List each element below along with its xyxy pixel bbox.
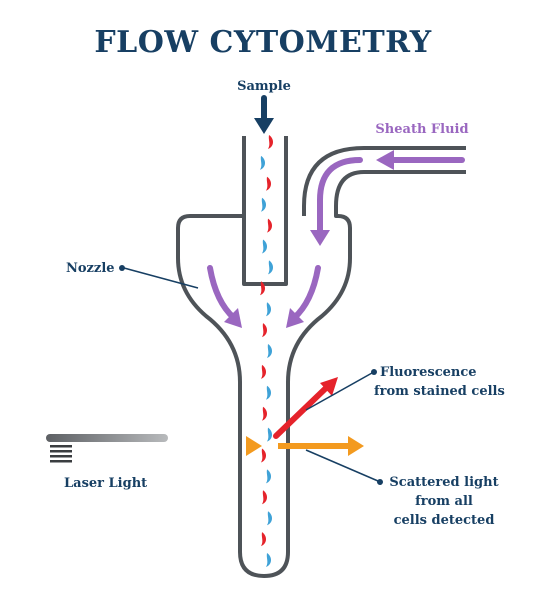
fluorescence-label-line2: from stained cells [374, 384, 505, 399]
red-cell [262, 323, 268, 338]
cell-stream [260, 135, 274, 567]
blue-cell [261, 197, 267, 212]
diagram-title: FLOW CYTOMETRY [94, 25, 431, 60]
scattered-label-line1: Scattered light [389, 475, 498, 490]
blue-cell [266, 302, 272, 317]
scattered-label-line2: from all [415, 494, 473, 509]
nozzle-left-flow-arrowhead [224, 308, 242, 328]
fluorescence-arrowhead [320, 377, 338, 396]
blue-cell [266, 553, 272, 567]
red-cell [262, 490, 268, 505]
fluorescence-pointer-line [305, 372, 373, 411]
blue-cell [266, 469, 272, 484]
red-cell [267, 218, 273, 233]
blue-cell [267, 511, 273, 526]
sample-label: Sample [237, 79, 291, 94]
red-cell [261, 448, 267, 463]
fluorescence-arrow [273, 385, 329, 439]
fluorescence-label-line1: Fluorescence [380, 365, 477, 380]
scattered-pointer-dot [377, 479, 383, 485]
red-cell [260, 281, 266, 296]
nozzle-pointer-line [123, 267, 199, 289]
blue-cell [267, 427, 273, 442]
red-cell [268, 135, 274, 149]
nozzle-right-flow-arrow [291, 265, 321, 321]
laser-light-label: Laser Light [64, 476, 147, 491]
nozzle-right-flow-arrowhead [286, 308, 304, 328]
laser-beam-arrowhead [246, 436, 262, 456]
sheath-curve-arrowhead [310, 230, 330, 246]
scattered-beam-arrowhead [348, 436, 364, 456]
fluorescence-pointer-dot [371, 369, 377, 375]
nozzle-left-flow-arrow [207, 265, 237, 321]
sheath-tube-inner [334, 170, 466, 216]
blue-cell [268, 260, 274, 275]
sample-arrowhead [254, 118, 274, 134]
laser-emitter-icon [50, 445, 72, 463]
red-cell [262, 406, 268, 421]
red-cell [261, 364, 267, 379]
sheath-flow-arrowhead [376, 150, 394, 170]
sheath-tube-outer [302, 146, 466, 216]
scattered-label-line3: cells detected [394, 513, 495, 528]
blue-cell [266, 385, 272, 400]
blue-cell [262, 239, 268, 254]
red-cell [266, 176, 272, 191]
blue-cell [260, 155, 266, 170]
nozzle-body [176, 214, 352, 578]
laser-source [46, 434, 168, 442]
sample-tube [242, 136, 288, 286]
sheath-curve-arrow [317, 157, 363, 235]
scattered-pointer-line [305, 449, 379, 482]
blue-cell [267, 344, 273, 358]
red-cell [261, 532, 267, 547]
nozzle-label: Nozzle [66, 261, 115, 276]
sheath-fluid-label: Sheath Fluid [375, 122, 468, 137]
nozzle-pointer-dot [119, 265, 125, 271]
